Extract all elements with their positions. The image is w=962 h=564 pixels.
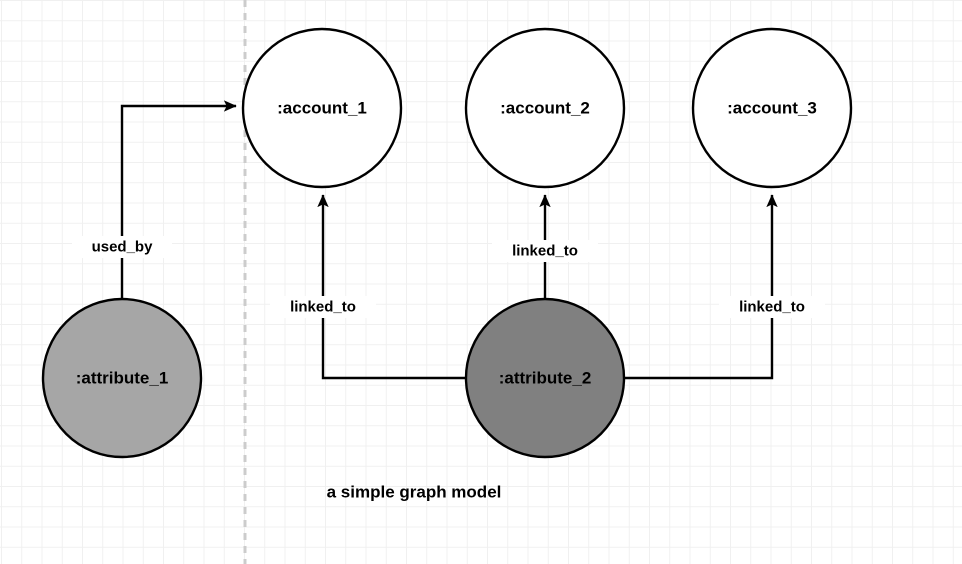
edge-linked-to-account-1[interactable]: linked_to bbox=[270, 194, 466, 380]
edge-used-by-label: used_by bbox=[92, 239, 154, 256]
node-account-1-label: :account_1 bbox=[277, 99, 367, 118]
edge-linked-to-account-1-line bbox=[317, 194, 466, 380]
node-attribute-2[interactable]: :attribute_2 bbox=[464, 297, 626, 459]
edge-used-by-label-bg bbox=[72, 236, 172, 258]
edge-linked-to-account-1-label: linked_to bbox=[290, 299, 356, 316]
node-account-3[interactable]: :account_3 bbox=[691, 27, 853, 189]
node-account-2[interactable]: :account_2 bbox=[464, 27, 626, 189]
edge-linked-to-account-2[interactable]: linked_to bbox=[492, 194, 598, 299]
node-attribute-2-circle bbox=[464, 297, 626, 459]
node-attribute-1-label: :attribute_1 bbox=[76, 369, 169, 388]
node-account-2-circle bbox=[464, 27, 626, 189]
node-account-3-circle bbox=[691, 27, 853, 189]
edge-linked-to-account-3-label-bg bbox=[719, 296, 825, 318]
node-account-1-circle bbox=[241, 27, 403, 189]
node-attribute-1-circle bbox=[41, 297, 203, 459]
node-attribute-1[interactable]: :attribute_1 bbox=[41, 297, 203, 459]
edge-linked-to-account-2-label: linked_to bbox=[512, 243, 578, 260]
edge-used-by-line bbox=[120, 100, 237, 299]
node-account-2-label: :account_2 bbox=[500, 99, 590, 118]
edge-linked-to-account-3[interactable]: linked_to bbox=[624, 194, 825, 380]
edge-used-by[interactable]: used_by bbox=[72, 100, 237, 299]
edge-linked-to-account-2-label-bg bbox=[492, 240, 598, 262]
edge-linked-to-account-3-line bbox=[624, 194, 778, 380]
diagram-caption: a simple graph model bbox=[327, 483, 502, 502]
edge-linked-to-account-1-label-bg bbox=[270, 296, 376, 318]
node-account-1[interactable]: :account_1 bbox=[241, 27, 403, 189]
node-account-3-label: :account_3 bbox=[727, 99, 817, 118]
edge-linked-to-account-3-label: linked_to bbox=[739, 299, 805, 316]
node-attribute-2-label: :attribute_2 bbox=[499, 369, 592, 388]
